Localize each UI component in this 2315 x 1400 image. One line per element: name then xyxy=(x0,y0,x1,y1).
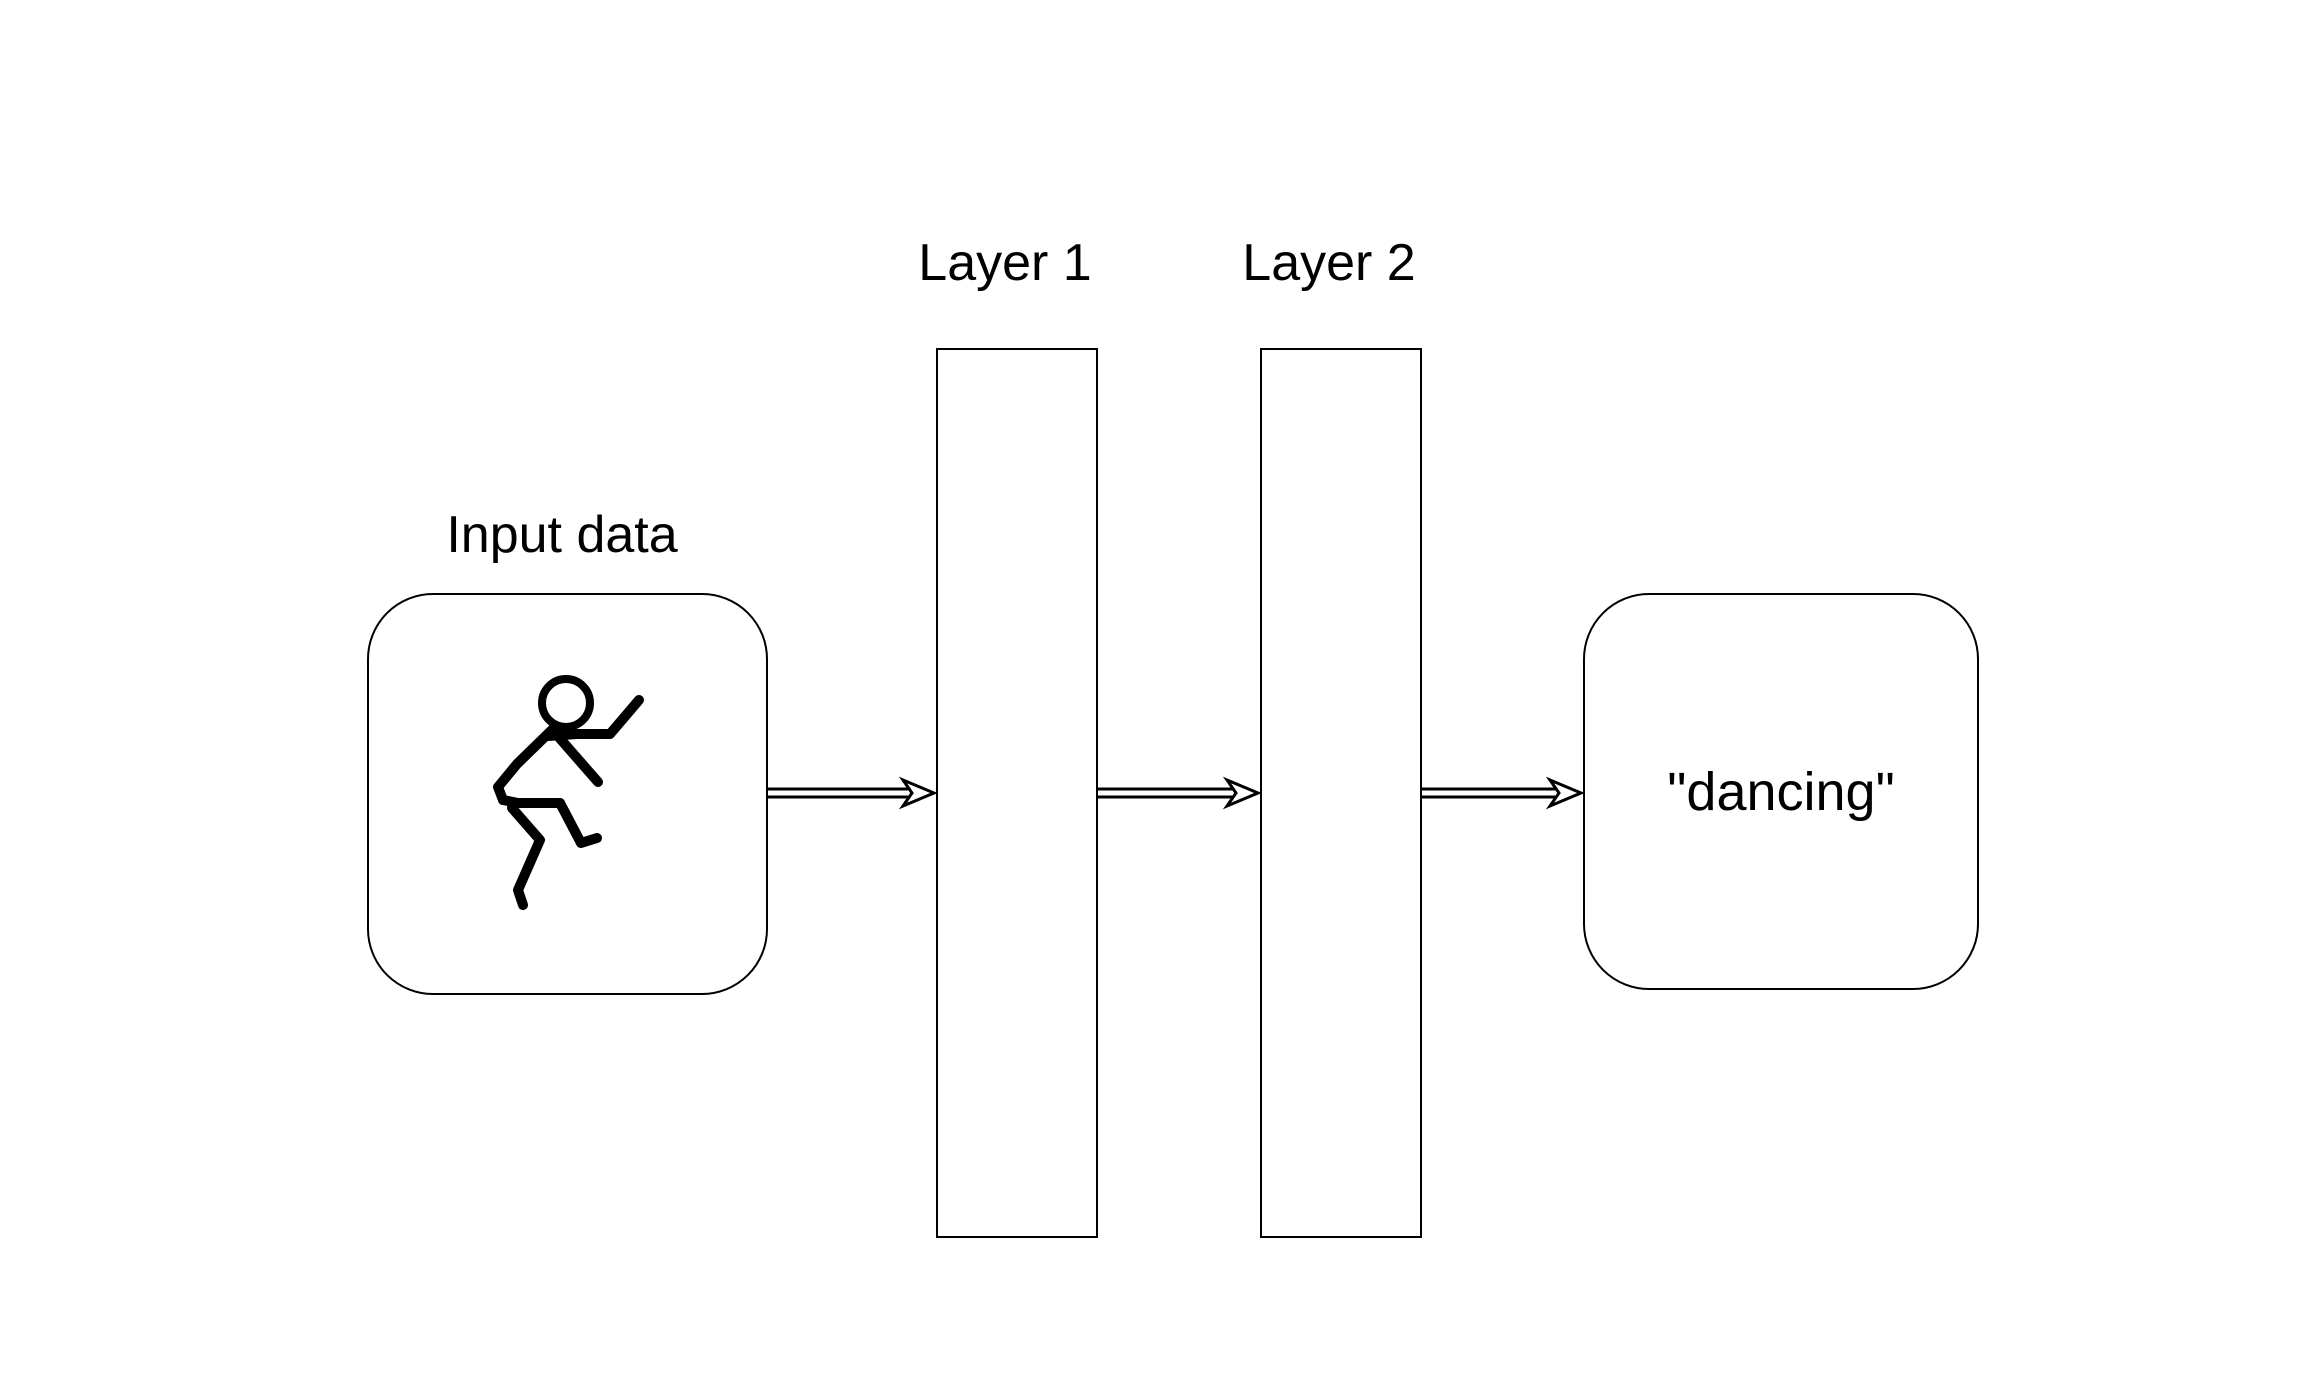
layer-1-box xyxy=(936,348,1098,1238)
arrow-input-to-layer-1 xyxy=(768,776,938,810)
stick-figure-dancing-icon xyxy=(493,675,644,910)
arrow-layer-2-to-output xyxy=(1422,776,1585,810)
layer-2-box xyxy=(1260,348,1422,1238)
input-data-box xyxy=(367,593,768,995)
arrow-layer-1-to-layer-2 xyxy=(1098,776,1262,810)
input-data-label: Input data xyxy=(446,506,678,564)
output-label: "dancing" xyxy=(1667,761,1895,822)
output-box: "dancing" xyxy=(1583,593,1979,990)
layer-1-label: Layer 1 xyxy=(918,234,1092,292)
layer-2-label: Layer 2 xyxy=(1242,234,1416,292)
